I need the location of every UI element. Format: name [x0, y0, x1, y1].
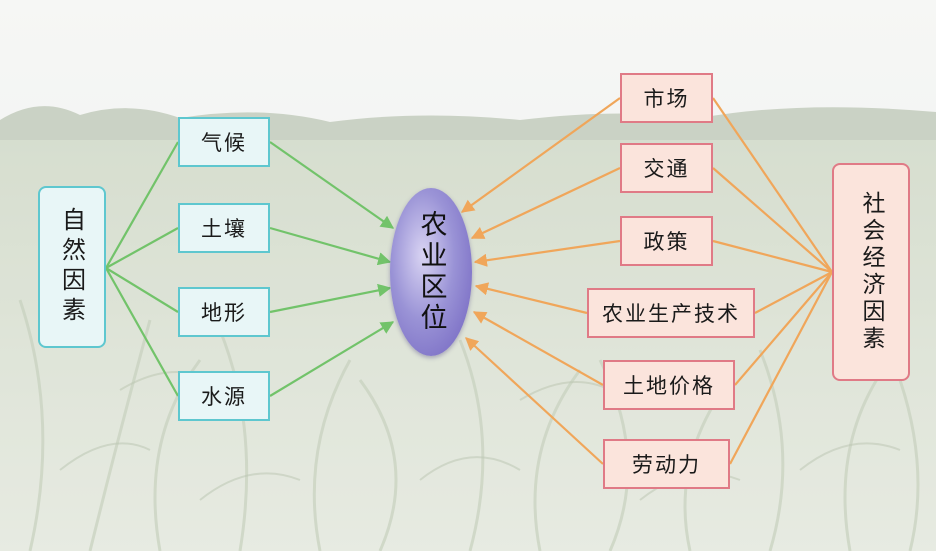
factor-market-label: 市场	[643, 87, 690, 111]
arrow-land-price	[472, 311, 604, 386]
factor-land-price-label: 土地价格	[623, 374, 715, 398]
arrow-water	[269, 321, 395, 397]
factor-technology-label: 农业生产技术	[602, 302, 740, 326]
arrow-climate	[269, 141, 395, 229]
fan-line-terrain	[105, 267, 179, 313]
factor-land-price: 土地价格	[603, 360, 735, 410]
arrow-soil	[269, 226, 392, 266]
arrow-terrain	[269, 283, 392, 314]
factor-soil: 土壤	[178, 203, 270, 253]
socioeconomic-factors-box: 社会经济因素	[832, 163, 910, 381]
socioeconomic-factors-title: 社会经济因素	[858, 191, 884, 353]
factor-labor: 劳动力	[603, 439, 730, 489]
center-label: 农业区位	[415, 210, 447, 334]
fan-line-soil	[105, 227, 179, 269]
factor-terrain: 地形	[178, 287, 270, 337]
natural-factors-box: 自然因素	[38, 186, 106, 348]
fan-line-technology	[754, 271, 833, 314]
factor-labor-label: 劳动力	[632, 453, 701, 477]
fan-line-labor	[729, 271, 833, 465]
arrow-labor	[465, 337, 604, 465]
fan-line-water	[105, 267, 179, 397]
factor-terrain-label: 地形	[201, 301, 247, 325]
arrow-transport	[470, 167, 621, 239]
factor-climate-label: 气候	[201, 131, 247, 155]
factor-transport: 交通	[620, 143, 713, 193]
agricultural-location-node: 农业区位	[390, 188, 472, 356]
natural-factors-title: 自然因素	[57, 207, 86, 327]
factor-technology: 农业生产技术	[587, 288, 755, 338]
factor-market: 市场	[620, 73, 713, 123]
fan-line-transport	[712, 167, 833, 273]
fan-line-market	[712, 97, 833, 273]
factor-water-label: 水源	[201, 385, 247, 409]
fan-line-climate	[105, 141, 179, 269]
fan-line-policy	[712, 239, 833, 274]
fan-line-land-price	[734, 271, 833, 386]
arrow-policy	[473, 239, 621, 267]
arrow-technology	[474, 282, 588, 315]
arrow-market	[460, 97, 621, 213]
factor-policy: 政策	[620, 216, 713, 266]
factor-policy-label: 政策	[643, 230, 690, 254]
factor-water: 水源	[178, 371, 270, 421]
factor-transport-label: 交通	[643, 157, 690, 181]
factor-climate: 气候	[178, 117, 270, 167]
factor-soil-label: 土壤	[201, 217, 247, 241]
